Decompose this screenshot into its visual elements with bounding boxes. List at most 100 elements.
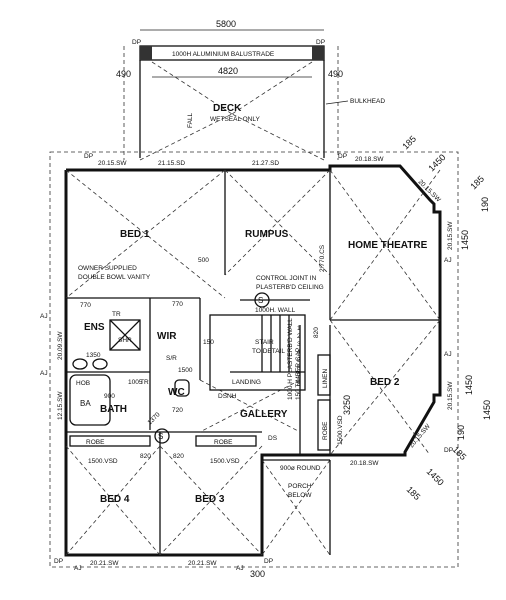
dim-1450-d: 1450	[482, 400, 492, 420]
note-porch-2: BELOW	[288, 492, 312, 499]
basin-1	[72, 358, 88, 370]
dp-bottom-left: DP	[54, 558, 63, 565]
diag-bed1-a	[65, 169, 226, 299]
door-robe-vert: ROBE	[322, 421, 329, 440]
note-plaster-wall-2: 150 TIMBER CAP	[295, 348, 302, 400]
dim-185-d: 185	[405, 484, 423, 502]
wet-area-fixtures: BA HOB SHR TR TR S/R	[69, 311, 190, 426]
robe-right-box	[195, 435, 257, 447]
stair-step-3: 3	[297, 341, 301, 348]
shower-label: SHR	[118, 337, 132, 344]
win-20-09-sw: 20.09.SW	[57, 331, 64, 360]
deck-fall-2	[231, 61, 313, 115]
dim-3250: 3250	[342, 395, 352, 415]
bulkhead-leader	[325, 100, 349, 105]
robe-left-box	[69, 435, 151, 447]
bath-tr: TR	[140, 379, 149, 386]
stair: STAIR TO DETAIL LANDING 1 2 3 4 5 6 7 8	[209, 314, 306, 391]
win-21-27-sd: 21.27.SD	[252, 160, 279, 167]
dim-1350: 1350	[86, 352, 101, 359]
interior-walls	[66, 170, 440, 555]
exterior-wall	[64, 164, 442, 557]
window-codes: 20.15.SW 21.15.SD 21.27.SD 20.18.SW 2/77…	[57, 156, 454, 567]
win-20-18-sw-bottom: 20.18.SW	[350, 460, 379, 467]
dim-300: 300	[250, 569, 265, 579]
ens-tr: TR	[112, 311, 121, 318]
dp-bottom-right: DP	[264, 558, 273, 565]
label-gallery: GALLERY	[240, 409, 288, 420]
dim-490-right: 490	[328, 69, 343, 79]
smoke-1-label: S	[258, 296, 263, 305]
junction-marks: AJ AJ AJ AJ AJ AJ DP DP DP DP DP	[40, 153, 453, 572]
dim-900: 900	[104, 393, 115, 400]
diag-bed1-b	[65, 169, 226, 299]
door-vsd-vert: 1500.VSD	[337, 415, 344, 445]
stair-step-5: 5	[297, 357, 301, 364]
deck-area: 5800 1000H ALUMINIUM BALUSTRADE DP DP 48…	[116, 19, 385, 161]
note-control-2: PLASTERB'D CEILING	[256, 284, 324, 291]
smoke-detector-2	[154, 428, 170, 444]
note-round: 900ø ROUND	[280, 465, 321, 472]
diag-porch-b	[261, 459, 331, 556]
diag-gallery-b	[199, 379, 301, 433]
linen-cupboard	[317, 354, 331, 396]
outer-walls	[49, 151, 459, 568]
bulkhead-label: BULKHEAD	[350, 98, 385, 105]
note-ds: DS	[268, 435, 278, 442]
label-wir: WIR	[157, 331, 177, 342]
stair-step-1: 1	[297, 325, 301, 332]
stair-step-8: 8	[297, 381, 301, 388]
deck-dp-right: DP	[316, 39, 325, 46]
label-bed4: BED 4	[100, 494, 130, 505]
smoke-detectors: S S	[154, 292, 270, 444]
note-control-1: CONTROL JOINT IN	[256, 275, 317, 282]
dim-1500: 1500	[178, 367, 193, 374]
door-820-b: 820	[173, 453, 184, 460]
robe-vertical	[317, 399, 331, 451]
door-1370: 1370	[146, 411, 161, 426]
bath-hob: HOB	[76, 380, 90, 387]
label-bath: BATH	[100, 404, 127, 415]
deck-fall-1	[151, 61, 233, 115]
stair-to-detail: TO DETAIL	[252, 348, 285, 355]
stair-step-4: 4	[297, 349, 301, 356]
room-labels: BED 1 RUMPUS HOME THEATRE BED 2 WIR ENS …	[84, 229, 428, 505]
deck-post-left	[140, 46, 152, 60]
door-vsd-right: 1500.VSD	[210, 458, 240, 465]
door-820-a: 820	[140, 453, 151, 460]
smoke-detector-1	[254, 292, 270, 308]
stair-step-2: 2	[297, 333, 301, 340]
dim-1450-e: 1450	[425, 466, 446, 487]
stair-step-7: 7	[297, 373, 301, 380]
dim-1005: 1005	[128, 379, 143, 386]
aj-right-1: AJ	[444, 257, 452, 264]
dim-1450-b: 1450	[460, 230, 470, 250]
dim-190: 190	[480, 197, 490, 212]
dim-4820: 4820	[218, 66, 238, 76]
door-770-wir: 770	[172, 301, 183, 308]
shower-x2	[109, 319, 141, 351]
dp-right: DP	[444, 447, 453, 454]
note-dsnh: DSNH	[218, 393, 237, 400]
door-vsd-left: 1500.VSD	[88, 458, 118, 465]
dp-top-right: DP	[338, 153, 347, 160]
label-bed3: BED 3	[195, 494, 225, 505]
deck-dp-left: DP	[132, 39, 141, 46]
bathtub	[69, 374, 111, 426]
label-bed2: BED 2	[370, 377, 400, 388]
stair-label: STAIR	[255, 339, 274, 346]
deck-post-right	[312, 46, 324, 60]
dim-490-left: 490	[116, 69, 131, 79]
diag-theatre-b	[329, 169, 441, 321]
dp-top-left: DP	[84, 153, 93, 160]
aj-bottom-1: AJ	[74, 565, 82, 572]
aj-right-2: AJ	[444, 351, 452, 358]
label-wc: WC	[168, 387, 185, 398]
dim-1450-c: 1450	[464, 375, 474, 395]
label-rumpus: RUMPUS	[245, 229, 289, 240]
dim-5800: 5800	[216, 19, 236, 29]
smoke-2-label: S	[158, 432, 163, 441]
note-vanity-1: OWNER SUPPLIED	[78, 265, 137, 272]
win-2-770-cs: 2/770.CS	[319, 244, 326, 272]
door-500: 500	[198, 257, 209, 264]
